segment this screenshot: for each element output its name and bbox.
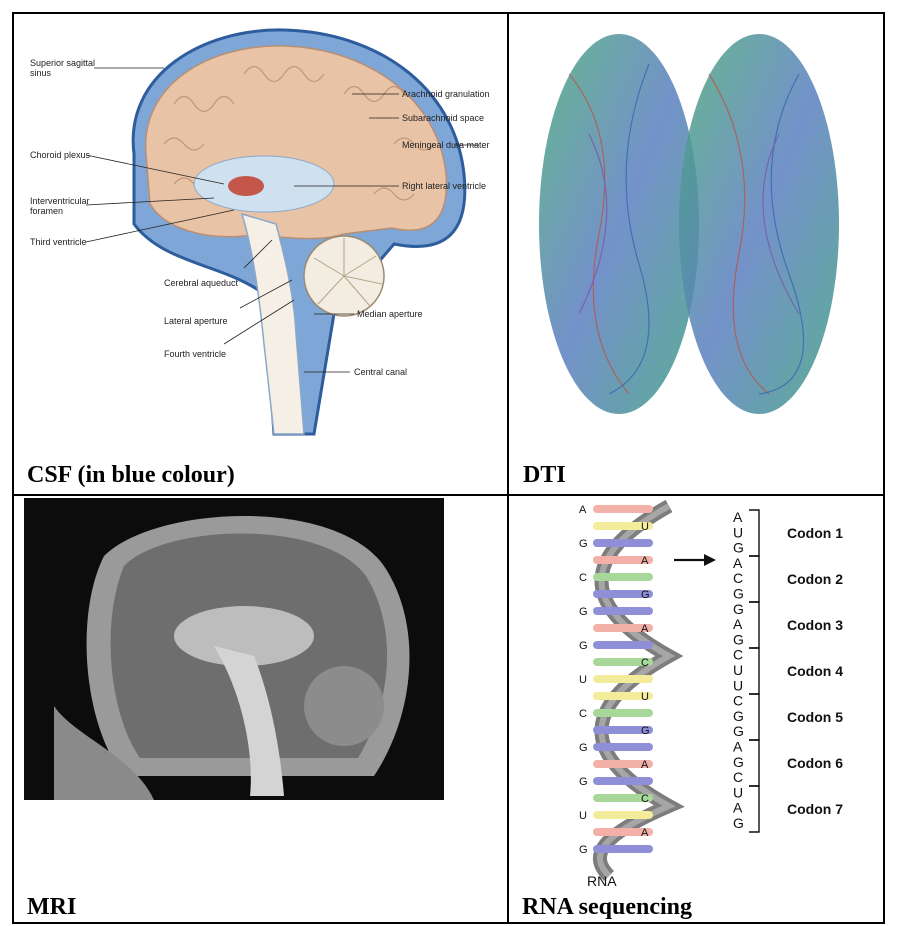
mri-image: [14, 496, 507, 896]
helix-base-letter: A: [641, 555, 649, 567]
label-lateral-aperture: Lateral aperture: [164, 316, 228, 326]
sequence-letter: A: [733, 555, 743, 571]
helix-base-letter: G: [579, 606, 588, 618]
codon-label: Codon 5: [787, 709, 843, 725]
helix-base-bar: [593, 607, 653, 615]
codon-bracket: [749, 648, 759, 694]
label-right-lateral-ventricle: Right lateral ventricle: [402, 181, 486, 191]
label-arachnoid-granulation: Arachnoid granulation: [402, 89, 490, 99]
sequence-letter: C: [733, 769, 743, 785]
helix-base-letter: G: [579, 640, 588, 652]
label-interventricular: Interventricular: [30, 196, 90, 206]
csf-diagram: Superior sagittal sinus Arachnoid granul…: [14, 14, 507, 454]
codon-bracket: [749, 786, 759, 832]
rna-caption: RNA sequencing: [522, 894, 692, 921]
helix-base-bar: [593, 743, 653, 751]
helix-base-letter: U: [641, 521, 649, 533]
sequence-letter: G: [733, 723, 744, 739]
helix-base-bar: [593, 811, 653, 819]
label-foramen: foramen: [30, 206, 63, 216]
rna-cell: AUGACGGAGCUUCGGAGCUAG RNA AUGACGGAGCUUCG…: [509, 496, 885, 926]
dti-tractography-image: [509, 14, 885, 434]
codon-bracket: [749, 510, 759, 556]
codon-bracket: [749, 694, 759, 740]
codon-label: Codon 1: [787, 525, 843, 541]
label-sinus: sinus: [30, 68, 52, 78]
label-meningeal-dura-mater: Meningeal dura mater: [402, 140, 490, 150]
label-third-ventricle: Third ventricle: [30, 237, 87, 247]
helix-base-letter: C: [641, 793, 649, 805]
sequence-letter: A: [733, 509, 743, 525]
sequence-letter: A: [733, 800, 743, 816]
sequence-letter: U: [733, 524, 743, 540]
sequence-letter: G: [733, 708, 744, 724]
sequence-letter: C: [733, 693, 743, 709]
helix-base-letter: A: [641, 759, 649, 771]
sequence-letter: U: [733, 677, 743, 693]
helix-base-letter: G: [641, 589, 650, 601]
figure-table: Superior sagittal sinus Arachnoid granul…: [12, 12, 885, 924]
label-choroid-plexus: Choroid plexus: [30, 150, 91, 160]
sequence-letter: C: [733, 570, 743, 586]
label-superior-sagittal: Superior sagittal: [30, 58, 95, 68]
helix-base-letter: U: [641, 691, 649, 703]
sequence-letter: G: [733, 540, 744, 556]
sequence-letter: G: [733, 754, 744, 770]
rna-label: RNA: [587, 873, 617, 889]
helix-base-letter: C: [579, 708, 587, 720]
helix-base-letter: G: [641, 725, 650, 737]
sequence-letter: A: [733, 739, 743, 755]
helix-base-letter: A: [579, 504, 587, 516]
helix-base-letter: U: [579, 674, 587, 686]
sequence-letter: G: [733, 815, 744, 831]
mri-caption: MRI: [27, 894, 76, 921]
helix-base-letter: A: [641, 827, 649, 839]
sequence-letter: G: [733, 601, 744, 617]
helix-base-letter: A: [641, 623, 649, 635]
sequence-letter: U: [733, 662, 743, 678]
label-cerebral-aqueduct: Cerebral aqueduct: [164, 278, 239, 288]
label-fourth-ventricle: Fourth ventricle: [164, 349, 226, 359]
helix-base-letter: C: [641, 657, 649, 669]
helix-base-bar: [593, 709, 653, 717]
label-central-canal: Central canal: [354, 367, 407, 377]
helix-base-bar: [593, 641, 653, 649]
sequence-letter: C: [733, 647, 743, 663]
helix-base-bar: [593, 675, 653, 683]
dti-cell: DTI: [509, 14, 885, 494]
helix-base-letter: G: [579, 538, 588, 550]
csf-cell: Superior sagittal sinus Arachnoid granul…: [14, 14, 507, 494]
codon-label: Codon 4: [787, 663, 843, 679]
helix-base-bar: [593, 505, 653, 513]
helix-base-bar: [593, 539, 653, 547]
sequence-letter: G: [733, 586, 744, 602]
helix-base-bar: [593, 845, 653, 853]
codon-label: Codon 3: [787, 617, 843, 633]
helix-base-letter: G: [579, 742, 588, 754]
helix-base-bar: [593, 573, 653, 581]
csf-caption: CSF (in blue colour): [27, 462, 235, 489]
mri-cell: MRI: [14, 496, 507, 926]
codon-bracket: [749, 602, 759, 648]
helix-base-letter: G: [579, 776, 588, 788]
rna-diagram: AUGACGGAGCUUCGGAGCUAG RNA AUGACGGAGCUUCG…: [509, 496, 885, 896]
helix-base-letter: C: [579, 572, 587, 584]
codon-label: Codon 2: [787, 571, 843, 587]
codon-bracket: [749, 740, 759, 786]
helix-base-bar: [593, 777, 653, 785]
sequence-letter: G: [733, 631, 744, 647]
codon-bracket: [749, 556, 759, 602]
dti-caption: DTI: [523, 462, 566, 489]
sequence-letter: U: [733, 784, 743, 800]
codon-label: Codon 7: [787, 801, 843, 817]
sequence-letter: A: [733, 616, 743, 632]
codon-label: Codon 6: [787, 755, 843, 771]
label-median-aperture: Median aperture: [357, 309, 423, 319]
helix-base-letter: U: [579, 810, 587, 822]
helix-base-letter: G: [579, 844, 588, 856]
label-subarachnoid-space: Subarachnoid space: [402, 113, 484, 123]
